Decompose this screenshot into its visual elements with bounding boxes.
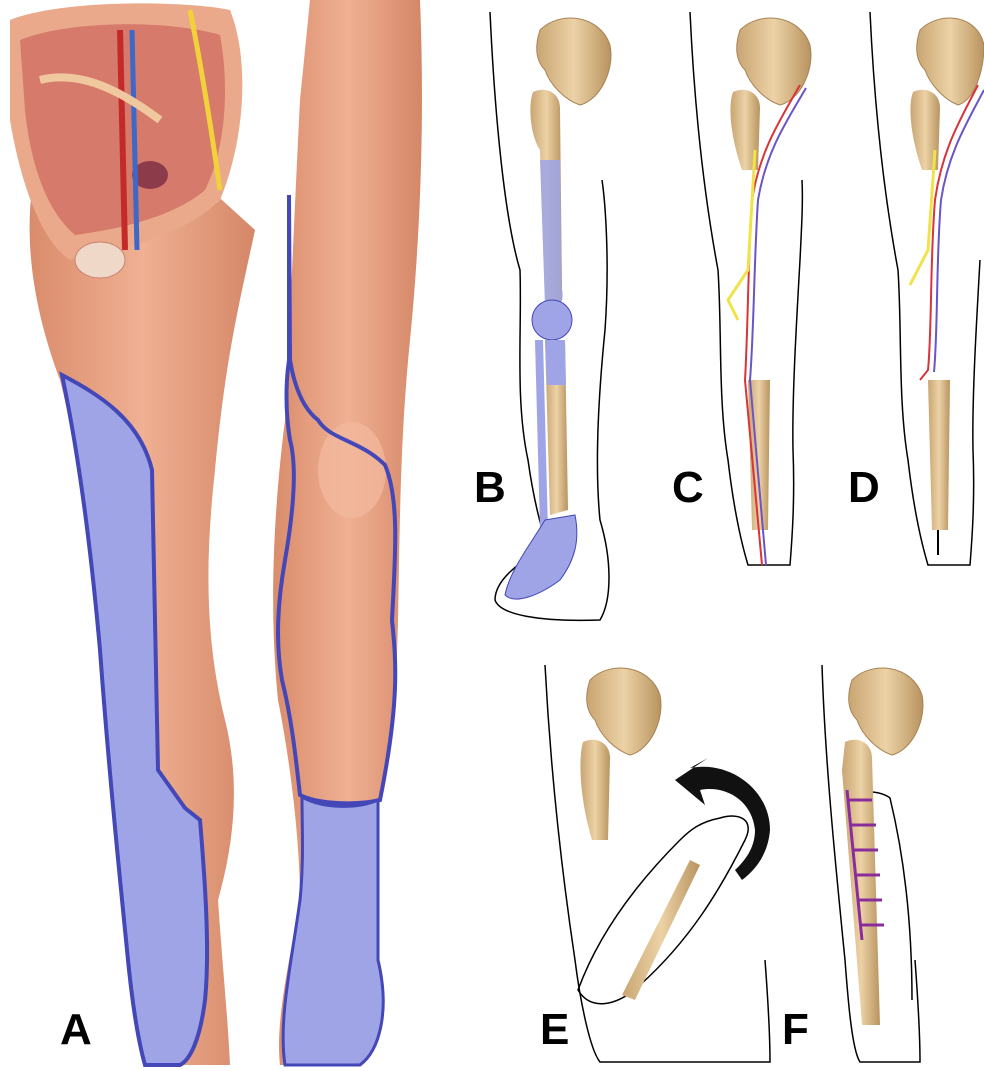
foot-b: [505, 515, 577, 599]
panel-label-e: E: [540, 1008, 569, 1052]
panel-label-d: D: [848, 466, 880, 510]
kneecap: [318, 422, 386, 518]
flap-outline-e: [578, 816, 748, 1004]
panel-b: [490, 12, 611, 620]
tibia-shaded-b: [545, 340, 566, 385]
panel-d: [870, 12, 984, 565]
panel-label-f: F: [782, 1008, 809, 1052]
panel-c: [690, 12, 811, 565]
panel-e: [545, 665, 770, 1062]
panel-label-a: A: [60, 1008, 92, 1052]
panel-label-b: B: [474, 466, 506, 510]
panel-a: [10, 0, 422, 1065]
panel-f: [822, 665, 923, 1062]
tibia-residual-d: [928, 380, 950, 530]
nerve-c: [728, 150, 755, 320]
panel-label-c: C: [672, 466, 704, 510]
femur-proximal-e: [580, 740, 610, 840]
femur-shaded-b: [540, 160, 563, 308]
knee-b: [532, 300, 572, 340]
tibia-flap-e: [622, 860, 700, 1000]
femur-f: [842, 740, 880, 1025]
